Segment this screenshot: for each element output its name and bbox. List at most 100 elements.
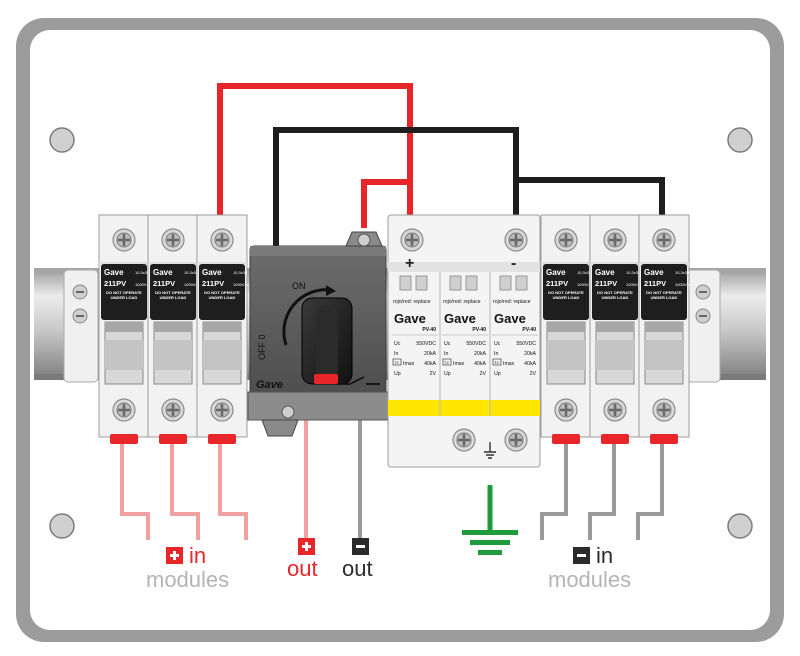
spd-brand: Gave: [494, 311, 526, 326]
spd-param-value: 20kA: [474, 351, 486, 357]
spd-t2-label: T2: [444, 360, 449, 365]
fuse-red-clip: [159, 434, 187, 444]
switch-brand: Gave: [256, 379, 283, 391]
end-clamp-right: [685, 269, 721, 383]
fuse-rating: 10.3x38: [135, 270, 150, 275]
spd-param-value: 20kA: [424, 351, 436, 357]
switch-on-label: ON: [292, 281, 306, 291]
fuse-rating: 10.3x38: [233, 270, 248, 275]
plus-out-label: out: [287, 556, 318, 581]
fuse-model: 211PV: [202, 279, 224, 288]
plus-square-icon: [298, 538, 315, 555]
fuse-red-clip: [208, 434, 236, 444]
mounting-hole-top-right: [727, 127, 753, 153]
top-wires: [217, 83, 665, 250]
spd-param-label: In: [494, 351, 498, 357]
spd-replace-text: rojo/red: replace: [493, 299, 531, 305]
fuse-warning-2: UNDER LOAD: [553, 295, 580, 300]
fuse-voltage: 1000Vdc: [675, 282, 691, 287]
spd-param-label: Up: [394, 371, 401, 377]
ground-symbol: [462, 485, 518, 555]
fuse-rating: 10.3x38: [184, 270, 199, 275]
plus-square-icon: [166, 547, 183, 564]
spd-param-value: 550VDC: [416, 341, 436, 347]
spd-param-value: 20kA: [524, 351, 536, 357]
fuse-warning-2: UNDER LOAD: [160, 295, 187, 300]
fuse-holder: Gave 10.3x38 211PV 1000Vdc DO NOT OPERATEUND…: [196, 214, 249, 444]
minus-square-icon: [352, 538, 369, 555]
spd-t2-label: T2: [494, 360, 499, 365]
spd-model: PV-40: [522, 327, 536, 333]
fuse-warning: DO NOT OPERATE: [548, 290, 584, 295]
fuse-warning: DO NOT OPERATE: [204, 290, 240, 295]
spd-t2-label: T2: [394, 360, 399, 365]
fuse-red-clip: [650, 434, 678, 444]
minus-out-square: [352, 536, 375, 558]
fuse-red-clip: [552, 434, 580, 444]
fuse-red-clip: [601, 434, 629, 444]
fuse-red-clip: [110, 434, 138, 444]
fuse-voltage: 1000Vdc: [626, 282, 642, 287]
mounting-hole-bottom-left: [49, 513, 75, 539]
fuse-warning-2: UNDER LOAD: [209, 295, 236, 300]
spd-param-label: In: [394, 351, 398, 357]
spd-param-value: 550VDC: [516, 341, 536, 347]
minus-out-label: out: [342, 556, 373, 581]
fuse-brand: Gave: [153, 268, 173, 277]
surge-protector: [387, 214, 541, 468]
fuse-model: 211PV: [595, 279, 617, 288]
spd-param-value: 2V: [430, 371, 437, 377]
fuse-warning: DO NOT OPERATE: [646, 290, 682, 295]
red-wire-plus: [217, 83, 413, 222]
fuse-brand: Gave: [595, 268, 615, 277]
spd-minus-label: -: [511, 255, 516, 272]
plus-out-square: [298, 536, 321, 558]
fuse-warning-2: UNDER LOAD: [651, 295, 678, 300]
spd-param-label: Imax: [403, 361, 415, 367]
spd-param-label: Up: [494, 371, 501, 377]
spd-param-value: 2V: [530, 371, 537, 377]
fuse-brand: Gave: [202, 268, 222, 277]
fuse-warning-2: UNDER LOAD: [602, 295, 629, 300]
spd-param-value: 40kA: [424, 361, 436, 367]
spd-param-label: Imax: [503, 361, 515, 367]
spd-param-value: 40kA: [474, 361, 486, 367]
plus-in-label: in: [166, 545, 206, 567]
spd-param-label: Uc: [444, 341, 451, 347]
spd-param-label: Uc: [394, 341, 401, 347]
plus-in-modules-label: modules: [146, 567, 230, 592]
spd-brand: Gave: [444, 311, 476, 326]
fuse-warning: DO NOT OPERATE: [597, 290, 633, 295]
switch-off-label: OFF 0: [257, 334, 267, 360]
spd-param-label: In: [444, 351, 448, 357]
fuse-voltage: 1000Vdc: [577, 282, 593, 287]
spd-yellow-band: [388, 400, 540, 416]
fuse-model: 211PV: [644, 279, 666, 288]
fuse-voltage: 1000Vdc: [135, 282, 151, 287]
fuse-brand: Gave: [104, 268, 124, 277]
minus-in-modules-label: modules: [548, 567, 632, 592]
fuse-rating: 10.3x38: [577, 270, 592, 275]
fuse-rating: 10.3x38: [626, 270, 641, 275]
mounting-hole-top-left: [49, 127, 75, 153]
spd-param-label: Uc: [494, 341, 501, 347]
mounting-hole-bottom-right: [727, 513, 753, 539]
spd-replace-text: rojo/red: replace: [443, 299, 481, 305]
fuse-voltage: 1000Vdc: [233, 282, 249, 287]
spd-param-label: Imax: [453, 361, 465, 367]
spd-param-value: 2V: [480, 371, 487, 377]
black-wire-minus: [273, 127, 519, 250]
spd-model: PV-40: [472, 327, 486, 333]
minus-in-text: in: [596, 543, 614, 568]
knob-indicator: [314, 374, 338, 384]
fuse-brand: Gave: [546, 268, 566, 277]
